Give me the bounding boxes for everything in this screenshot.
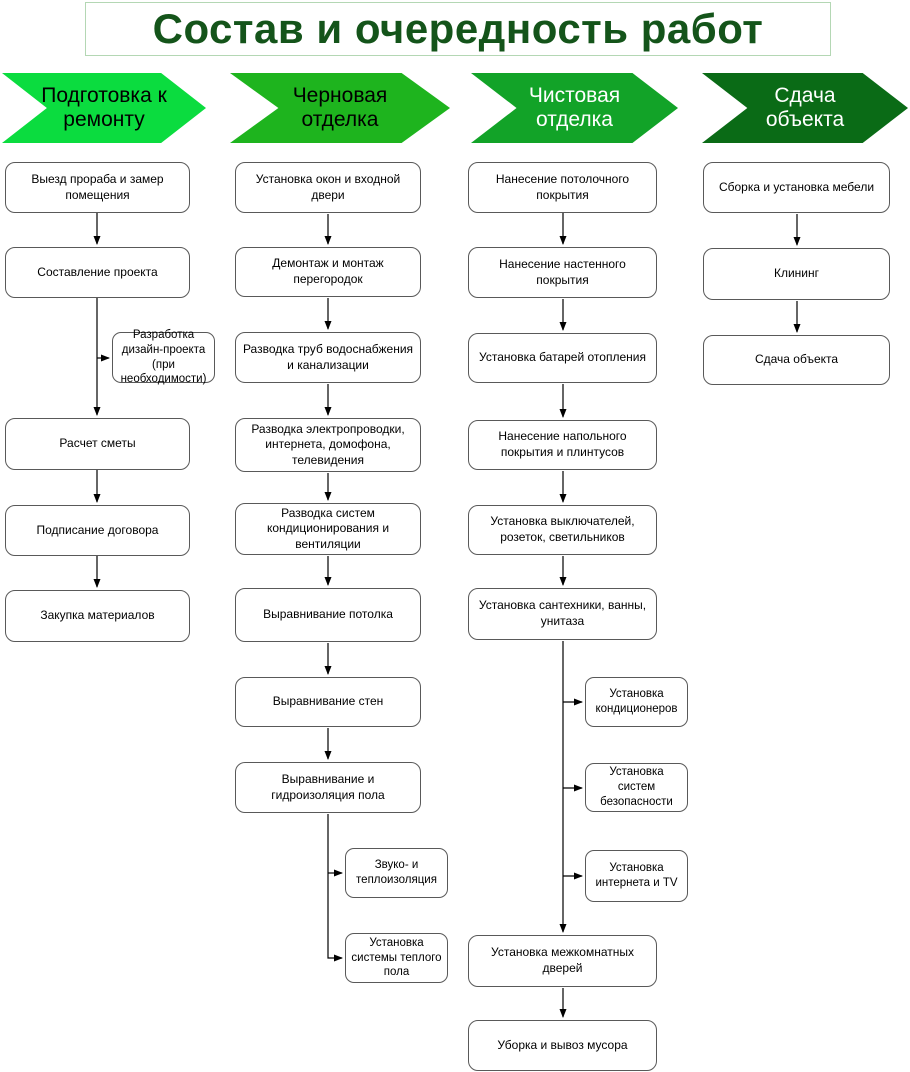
stage-label: Сдача объекта — [765, 84, 845, 131]
stage-chevron-podgotovka: Подготовка к ремонту — [2, 73, 206, 143]
flow-step: Установка межкомнатных дверей — [468, 935, 657, 987]
stage-chevron-chernovaya: Черновая отделка — [230, 73, 450, 143]
stage-chevron-chistovaya: Чистовая отделка — [471, 73, 678, 143]
flow-side-step: Установка систем безопасности — [585, 763, 688, 812]
flow-step: Разводка труб водоснабжения и канализаци… — [235, 332, 421, 383]
stage-label: Черновая отделка — [292, 84, 388, 131]
page-title: Состав и очередность работ — [85, 2, 831, 56]
flow-side-step: Установка системы теплого пола — [345, 933, 448, 983]
flow-step: Подписание договора — [5, 505, 190, 556]
flow-side-step: Разработка дизайн-проекта (при необходим… — [112, 329, 215, 385]
flow-step: Составление проекта — [5, 247, 190, 298]
flow-step: Выравнивание и гидроизоляция пола — [235, 762, 421, 813]
flow-step: Выравнивание потолка — [235, 588, 421, 642]
flow-step: Нанесение настенного покрытия — [468, 247, 657, 298]
flow-step: Разводка систем кондиционирования и вент… — [235, 503, 421, 555]
flow-side-step: Звуко- и теплоизоляция — [345, 848, 448, 898]
stage-label: Подготовка к ремонту — [41, 84, 167, 131]
stage-label: Чистовая отделка — [528, 84, 621, 131]
flow-step: Установка сантехники, ванны, унитаза — [468, 588, 657, 640]
flow-step: Установка окон и входной двери — [235, 162, 421, 213]
flow-step: Уборка и вывоз мусора — [468, 1020, 657, 1071]
flow-step: Установка батарей отопления — [468, 333, 657, 383]
flow-step: Выравнивание стен — [235, 677, 421, 727]
connectors-column-2 — [324, 214, 343, 962]
flow-step: Выезд прораба и замер помещения — [5, 162, 190, 213]
flow-step: Установка выключателей, розеток, светиль… — [468, 505, 657, 555]
flow-side-step: Установка интернета и TV — [585, 850, 688, 902]
flow-step: Сборка и установка мебели — [703, 162, 890, 213]
flow-step: Закупка материалов — [5, 590, 190, 642]
flow-step: Расчет сметы — [5, 418, 190, 470]
flow-side-step: Установка кондиционеров — [585, 677, 688, 727]
flow-step: Нанесение напольного покрытия и плинтусо… — [468, 420, 657, 470]
flow-step: Клининг — [703, 248, 890, 300]
flow-step: Нанесение потолочного покрытия — [468, 162, 657, 213]
flow-step: Разводка электропроводки, интернета, дом… — [235, 418, 421, 472]
flow-step: Демонтаж и монтаж перегородок — [235, 247, 421, 297]
flow-step: Сдача объекта — [703, 335, 890, 385]
stage-chevron-sdacha: Сдача объекта — [702, 73, 908, 143]
